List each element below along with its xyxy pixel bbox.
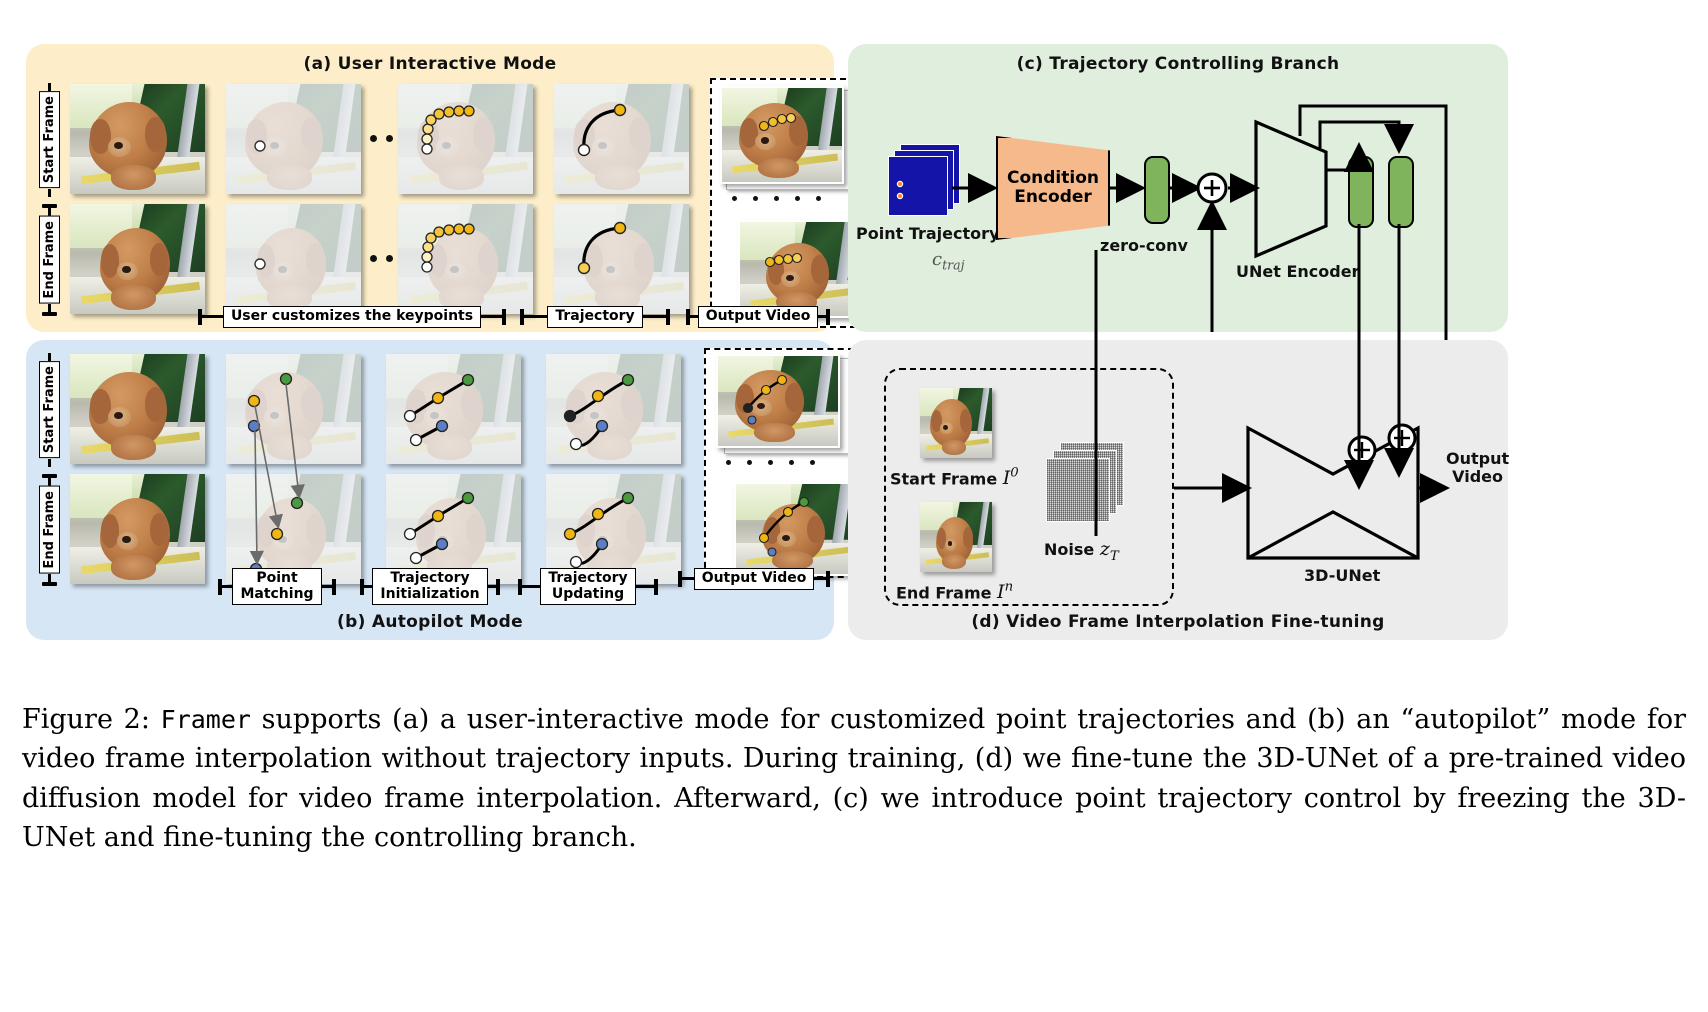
model-name: Framer <box>160 705 251 734</box>
row-label-end-frame-a-text: End Frame <box>38 216 60 304</box>
zero-conv-label: zero-conv <box>1100 236 1188 255</box>
row-label-start-frame-a-text: Start Frame <box>38 91 60 189</box>
thumb-start-frame-a <box>70 84 205 194</box>
noise-subscript: T <box>1109 548 1119 564</box>
panel-a-user-interactive-mode: (a) User Interactive Mode Start Frame En… <box>26 44 862 332</box>
point-trajectory-subscript: traj <box>942 257 965 273</box>
noise-label: Noise zT <box>1044 538 1119 564</box>
bracket-label-keypoints: User customizes the keypoints <box>222 306 482 328</box>
thumb-output-start-a <box>720 86 844 184</box>
thumb-start-frame-d <box>920 388 992 458</box>
thumb-keypoints-path-end-a[interactable] <box>398 204 533 314</box>
bracket-label-output-video-b: Output Video <box>693 568 815 590</box>
bracket-trajectory-initialization: Trajectory Initialization <box>360 568 500 606</box>
figure-number: Figure 2: <box>22 704 150 735</box>
row-label-start-frame-a: Start Frame <box>38 83 60 197</box>
thumb-output-end-a <box>738 220 862 318</box>
thumb-point-matching-start <box>226 354 361 464</box>
caption-body: supports (a) a user-interactive mode for… <box>22 704 1686 854</box>
thumb-start-frame-b <box>70 354 205 464</box>
bracket-point-matching: Point Matching <box>218 568 336 606</box>
input-group-box <box>884 368 1174 606</box>
thumb-end-frame-b <box>70 474 205 584</box>
row-label-start-frame-b-text: Start Frame <box>38 361 60 459</box>
end-frame-label-text: End Frame <box>896 583 992 603</box>
start-frame-superscript: 0 <box>1010 466 1019 481</box>
bracket-label-traj-updating: Trajectory Updating <box>540 568 636 606</box>
row-label-end-frame-b-text: End Frame <box>38 486 60 574</box>
ellipsis-output-a <box>732 196 821 201</box>
point-trajectory-symbol: ctraj <box>932 249 965 273</box>
condition-encoder-label: Condition Encoder <box>1007 168 1099 207</box>
ellipsis-output-b <box>726 460 815 465</box>
zero-conv-block <box>1144 156 1170 224</box>
thumb-keypoints-path-start-a[interactable] <box>398 84 533 194</box>
skip-pill-1 <box>1348 156 1374 228</box>
point-trajectory-card-1 <box>888 156 948 216</box>
unet-encoder-label: UNet Encoder <box>1236 262 1360 281</box>
bracket-trajectory-updating: Trajectory Updating <box>518 568 659 606</box>
panel-a-title: (a) User Interactive Mode <box>303 54 557 74</box>
thumb-end-frame-d <box>920 502 992 572</box>
end-frame-superscript: n <box>1004 580 1014 595</box>
panel-b-title: (b) Autopilot Mode <box>337 612 523 632</box>
panel-d-title: (d) Video Frame Interpolation Fine-tunin… <box>971 612 1385 632</box>
bracket-output-video-a: Output Video <box>686 306 831 328</box>
bracket-label-traj-init: Trajectory Initialization <box>372 568 488 606</box>
bracket-user-customizes-keypoints: User customizes the keypoints <box>198 306 507 328</box>
bracket-label-trajectory: Trajectory <box>547 306 643 328</box>
thumb-trajectory-start-a <box>554 84 689 194</box>
bracket-output-video-b: Output Video <box>678 568 831 590</box>
noise-card-1 <box>1046 458 1110 522</box>
thumb-end-frame-a <box>70 204 205 314</box>
noise-label-text: Noise <box>1044 540 1095 559</box>
row-label-start-frame-b: Start Frame <box>38 353 60 467</box>
panel-c-trajectory-controlling-branch: (c) Trajectory Controlling Branch Point … <box>848 44 1508 384</box>
panel-d-video-frame-interpolation-finetuning: (d) Video Frame Interpolation Fine-tunin… <box>848 340 1510 640</box>
point-trajectory-label: Point Trajectory <box>856 224 1000 243</box>
start-frame-label-d: Start Frame I0 <box>890 466 1019 490</box>
thumb-output-start-b <box>716 354 840 448</box>
start-frame-label-text: Start Frame <box>890 469 998 489</box>
condition-encoder-block: Condition Encoder <box>996 136 1110 240</box>
thumb-traj-init-start <box>386 354 521 464</box>
bracket-trajectory: Trajectory <box>520 306 671 328</box>
row-label-end-frame-b: End Frame <box>38 474 60 586</box>
bracket-label-point-matching: Point Matching <box>232 568 322 606</box>
figure-caption: Figure 2: Framer supports (a) a user-int… <box>22 700 1686 858</box>
end-frame-label-d: End Frame In <box>896 580 1014 604</box>
thumb-keypoint-end-a[interactable] <box>226 204 361 314</box>
output-video-label-d: Output Video <box>1446 449 1510 487</box>
thumb-trajectory-end-a <box>554 204 689 314</box>
thumb-output-end-b <box>734 482 858 576</box>
row-label-end-frame-a: End Frame <box>38 204 60 316</box>
panel-c-title: (c) Trajectory Controlling Branch <box>1016 54 1340 74</box>
thumb-keypoint-start-a[interactable] <box>226 84 361 194</box>
point-trajectory-dots <box>896 180 904 200</box>
skip-pill-2 <box>1388 156 1414 228</box>
bracket-label-output-video-a: Output Video <box>697 306 819 328</box>
thumb-traj-init-end <box>386 474 521 584</box>
unet-3d-label: 3D-UNet <box>1304 566 1381 585</box>
thumb-traj-update-start <box>546 354 681 464</box>
